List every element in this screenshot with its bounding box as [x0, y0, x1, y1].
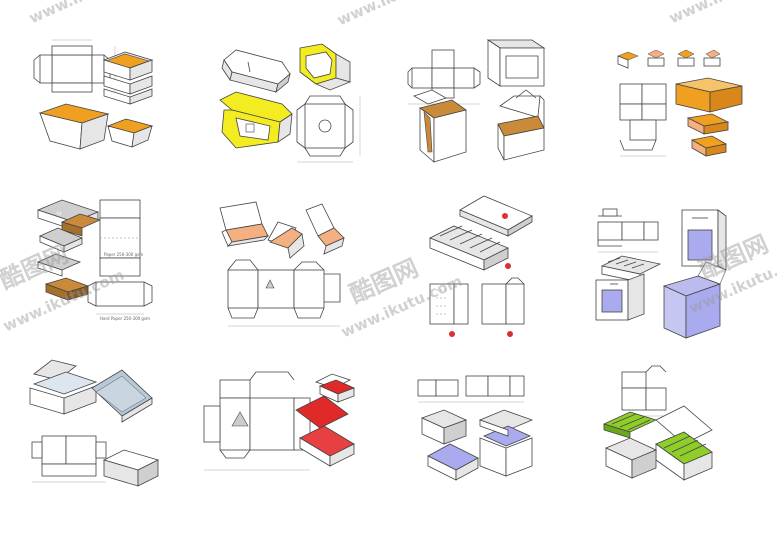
cell-11-lid-boxes	[417, 375, 534, 481]
box-4-large-orange	[675, 77, 743, 113]
cell-3-display-boxes	[407, 39, 546, 163]
box-logo-text: rd	[55, 210, 62, 217]
dieline-9	[31, 435, 107, 483]
box-1-big	[38, 103, 110, 150]
dieline-7	[429, 277, 525, 325]
marker-b	[505, 263, 511, 269]
box-3-open-top	[486, 39, 546, 87]
mailer-9-closed	[91, 369, 153, 423]
cell-12-green-compartment	[602, 365, 713, 481]
box-12-open-green	[655, 405, 713, 481]
dieline-12	[621, 365, 667, 417]
mailer-9-open	[29, 359, 98, 415]
cell-1-orange-tray	[33, 39, 154, 150]
paper-note-top: Paper 250-300 gsm	[104, 252, 143, 257]
box-8-open	[662, 261, 727, 339]
cell-6-display-trays	[219, 201, 345, 327]
cell-10-red-mailer	[203, 371, 356, 471]
box-3-display-stand	[497, 89, 545, 161]
box-3-tan-open	[413, 89, 467, 163]
box-11-large	[478, 409, 534, 477]
cell-7-insert-tray	[429, 195, 533, 337]
cell-2-hexagon-boxes	[219, 43, 361, 163]
tray-7-insert	[429, 225, 509, 271]
cell-9-mailer-boxes	[29, 359, 160, 487]
hex-box-closed	[221, 49, 291, 94]
mailer-10-large	[295, 395, 355, 467]
dieline-10	[203, 371, 311, 471]
tray-9	[102, 449, 160, 487]
tray-6-middle	[267, 221, 305, 259]
box-5-middle	[38, 227, 84, 253]
box-12-white	[605, 437, 657, 479]
dieline-6	[227, 259, 341, 327]
box-11-lid	[420, 409, 468, 445]
box-11-tray-lavender	[427, 443, 479, 481]
box-1-stack	[102, 51, 154, 105]
hex-box-open-yellow	[299, 43, 352, 91]
mailer-10-small	[314, 373, 356, 403]
markers-7	[449, 213, 513, 337]
dieline-8	[597, 208, 659, 253]
box-8-hanging	[681, 209, 727, 271]
dieline-5: Paper 250-300 gsm Hard Paper 250-300 gsm	[87, 199, 153, 321]
box-1-small	[106, 118, 154, 148]
tray-6-right	[305, 203, 345, 255]
box-8-stack	[595, 255, 662, 321]
dieline-11	[417, 375, 525, 403]
dieline-1	[33, 39, 116, 93]
cell-5-slider-boxes: rd Paper 250-300 gsm Hard Pap	[36, 199, 153, 321]
dieline-4	[619, 83, 667, 157]
dieline-3	[407, 49, 481, 105]
marker-d	[507, 331, 513, 337]
marker-c	[449, 331, 455, 337]
box-5-bottom	[36, 253, 90, 301]
tray-6-left	[219, 201, 270, 247]
tray-7-lid	[459, 195, 533, 237]
cell-8-window-boxes	[595, 208, 727, 339]
marker-a	[502, 213, 508, 219]
box-4-sleeve	[686, 113, 730, 157]
dieline-2	[296, 95, 361, 163]
cell-4-orange-boxes	[617, 49, 743, 157]
step-icons-4	[617, 49, 721, 69]
hex-box-large-yellow	[219, 91, 293, 149]
paper-note-bottom: Hard Paper 250-300 gsm	[100, 316, 150, 321]
